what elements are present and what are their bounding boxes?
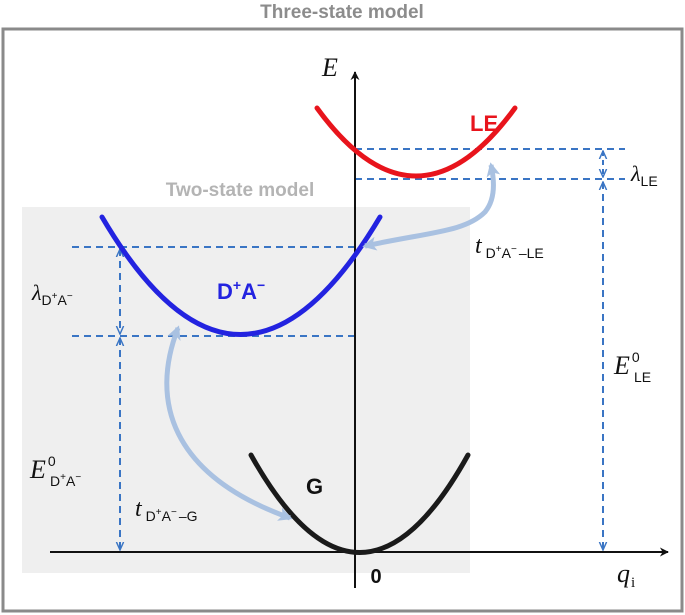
e0-cs-sub-a: A <box>66 473 76 489</box>
e0-cs-symbol: E <box>29 455 46 484</box>
e0-cs-sub-minus: − <box>75 472 81 483</box>
e0-le-subscript: LE <box>634 369 651 385</box>
lambda-cs-sub-plus: + <box>52 291 58 302</box>
lambda-cs-sub-minus: − <box>67 291 73 302</box>
t-cs-le-symbol: t <box>475 233 483 259</box>
x-axis-subscript: i <box>631 575 635 591</box>
lambda-cs-label: λD+A− <box>31 280 73 308</box>
cs-label-plus: + <box>233 277 241 293</box>
e0-le-superscript: 0 <box>632 349 640 365</box>
t-cs-le-sub-minus: − <box>511 244 517 255</box>
lambda-le-subscript: LE <box>641 173 658 189</box>
t-cs-g-sub-d: D <box>146 508 156 524</box>
x-axis-symbol: q <box>617 559 630 588</box>
e0-cs-superscript: 0 <box>48 453 56 469</box>
e0-le-symbol: E <box>613 351 630 380</box>
coupling-arrow-cs-g <box>164 325 293 521</box>
two-state-region <box>22 207 470 573</box>
t-cs-g-symbol: t <box>135 496 143 522</box>
t-cs-g-sub-minus: − <box>171 507 177 518</box>
lambda-le-symbol: λ <box>630 161 641 186</box>
lambda-cs-sub-d: D <box>42 292 52 308</box>
lambda-cs-symbol: λ <box>31 280 42 305</box>
t-cs-g-sub-end: –G <box>179 508 198 524</box>
g-state-label: G <box>306 474 323 499</box>
lambda-cs-sub-a: A <box>58 292 68 308</box>
le-state-label: LE <box>470 111 498 136</box>
cs-label-d: D <box>217 279 233 304</box>
cs-label-minus: − <box>257 277 265 293</box>
origin-label: 0 <box>370 566 381 588</box>
inner-title: Two-state model <box>166 180 315 201</box>
coupling-arrow-cs-le <box>362 162 501 251</box>
outer-frame <box>1 27 684 613</box>
lambda-le-label: λLE <box>630 161 658 189</box>
e0-cs-sub-d: D <box>50 473 60 489</box>
t-cs-le-sub-a: A <box>502 245 512 261</box>
x-axis-label: qi <box>617 559 635 591</box>
t-cs-g-sub-plus: + <box>156 507 162 518</box>
y-axis-label: E <box>321 53 338 82</box>
e0-cs-sub-plus: + <box>60 472 66 483</box>
t-cs-le-sub-end: –LE <box>519 245 544 261</box>
t-cs-le-sub-d: D <box>486 245 496 261</box>
t-cs-g-sub-a: A <box>162 508 172 524</box>
outer-title: Three-state model <box>260 2 424 23</box>
cs-state-label: D+A− <box>217 277 265 304</box>
cs-label-a: A <box>241 279 257 304</box>
t-cs-le-sub-plus: + <box>496 244 502 255</box>
